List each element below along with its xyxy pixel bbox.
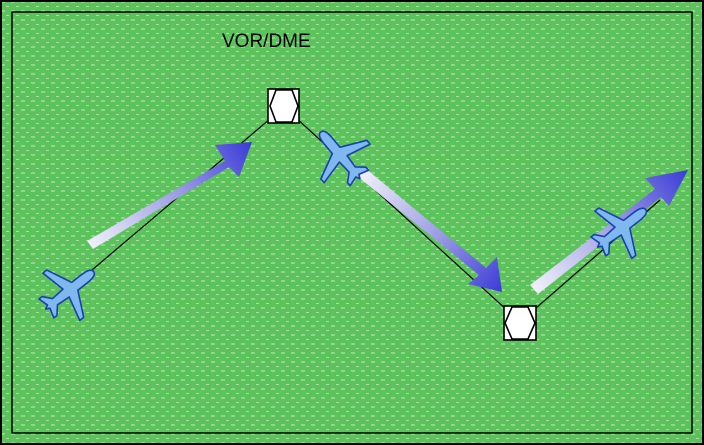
vor-dme-beacon-icon — [267, 88, 300, 124]
arrow-icon — [357, 168, 502, 292]
inner-border — [11, 11, 693, 434]
vor-dme-label: VOR/DME — [222, 31, 311, 52]
vor-dme-beacon-icon — [503, 305, 537, 341]
arrow-icon — [87, 142, 252, 249]
